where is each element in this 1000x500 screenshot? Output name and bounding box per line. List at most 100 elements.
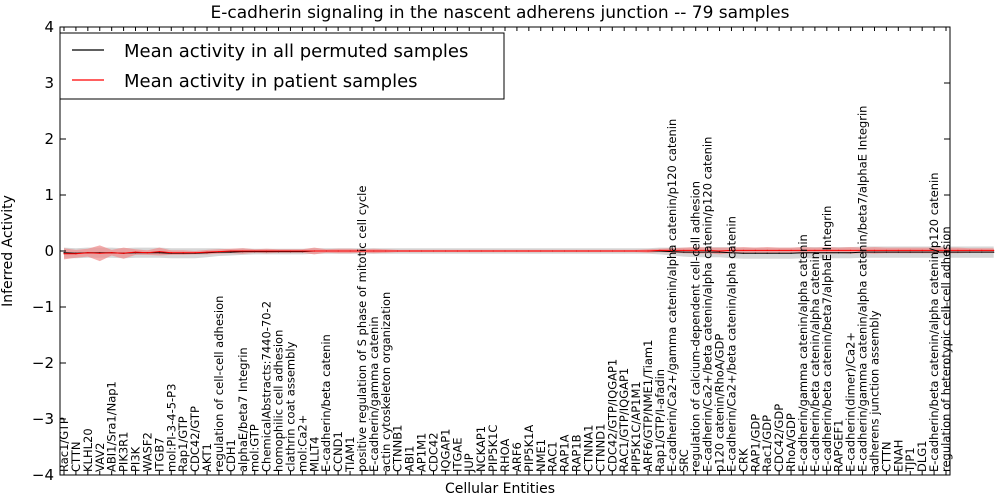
point-series-0-53 (695, 251, 697, 253)
x-tick-label: E-cadherin/Ca2+/gamma catenin/alpha cate… (665, 119, 679, 472)
line-layer (63, 249, 995, 255)
x-tick-label: CDH1 (224, 439, 238, 472)
x-tick-label: alphaE/beta7 Integrin (236, 347, 250, 472)
x-tick-label: Rap1/GTP (176, 416, 190, 472)
point-series-1-56 (730, 249, 733, 251)
point-series-1-35 (480, 250, 482, 252)
point-series-1-47 (623, 250, 625, 252)
point-series-0-77 (981, 251, 983, 253)
x-tick-label: RAC1/GTP/IQGAP1 (617, 368, 631, 472)
x-tick-label: PIP5K1C (486, 425, 500, 472)
point-series-1-60 (778, 249, 780, 251)
x-tick-label: CTTN (879, 442, 893, 472)
point-series-1-33 (456, 250, 458, 252)
x-axis-label: Cellular Entities (445, 481, 555, 497)
x-tick-label: RAC1 (546, 441, 560, 472)
x-tick-label: adherens junction assembly (868, 310, 882, 472)
point-series-1-17 (266, 250, 268, 252)
x-tick-label: E-cadherin/beta catenin/alpha catenin/p1… (927, 173, 941, 473)
x-tick-label: E-cadherin/gamma catenin/alpha catenin (796, 234, 810, 472)
point-series-0-74 (945, 251, 947, 253)
point-series-1-23 (337, 250, 339, 252)
point-series-1-5 (123, 252, 125, 254)
point-series-1-18 (277, 250, 280, 252)
x-tick-label: JUP (462, 453, 476, 473)
x-tick-label: CDC42/GDP (772, 404, 786, 472)
y-tick-label: 0 (44, 242, 54, 260)
point-series-1-48 (635, 250, 637, 252)
point-series-1-32 (444, 250, 446, 252)
point-series-1-57 (742, 249, 745, 251)
x-tick-label: CRK (736, 448, 750, 472)
point-series-1-26 (373, 250, 375, 252)
y-tick-label: −4 (32, 466, 54, 484)
point-series-1-71 (909, 249, 911, 251)
x-tick-label: E-cadherin(dimer)/Ca2+ (844, 332, 858, 472)
x-tick-label: ABI1 (403, 446, 417, 472)
y-tick-label: 1 (44, 186, 54, 204)
point-series-0-58 (754, 252, 756, 254)
x-tick-label: ENAH (891, 440, 905, 472)
point-series-0-51 (671, 251, 673, 253)
x-tick-label: p120 catenin/RhoA/GDP (713, 334, 727, 472)
point-series-1-6 (134, 251, 137, 253)
point-series-1-2 (87, 252, 89, 254)
x-tick-label: RAPGEF1 (832, 420, 846, 472)
x-tick-label: ARF6/GTP/NME1/Tiam1 (641, 340, 655, 472)
x-tick-label: RAP1A (558, 434, 572, 472)
point-series-1-67 (862, 249, 864, 251)
legend-box (59, 32, 505, 100)
x-tick-label: homophilic cell adhesion (272, 330, 286, 472)
point-series-1-39 (528, 250, 530, 252)
x-tick-label: regulation of calcium-dependent cell-cel… (689, 181, 703, 472)
x-tick-label: mol:GTP (248, 424, 262, 472)
x-tick-label: CDC42/GTP (188, 406, 202, 472)
point-series-1-24 (349, 250, 351, 252)
point-series-1-12 (206, 251, 208, 253)
point-series-1-25 (361, 250, 363, 252)
x-tick-label: clathrin coat assembly (284, 341, 298, 472)
x-tick-label: CCND1 (331, 431, 345, 472)
point-series-1-54 (707, 249, 709, 251)
y-axis-label: Inferred Activity (0, 195, 16, 307)
x-tick-label: CTNNB1 (391, 425, 405, 472)
point-series-0-0 (63, 252, 65, 254)
point-series-1-14 (230, 250, 232, 252)
x-tick-label: mol:Ca2+ (295, 415, 309, 472)
legend-label-patient: Mean activity in patient samples (124, 71, 418, 92)
y-tick-label: 2 (44, 130, 54, 148)
x-tick-label: ABI1/Sra1/Nap1 (105, 381, 119, 472)
point-series-1-34 (468, 250, 470, 252)
x-tick-label: NME1 (534, 439, 548, 472)
point-series-1-1 (75, 253, 77, 255)
point-series-1-13 (218, 251, 220, 253)
plot-frame (59, 26, 951, 476)
point-series-1-37 (504, 250, 506, 252)
x-tick-label: VAV2 (93, 443, 107, 472)
x-tick-label: ITGB7 (152, 437, 166, 472)
point-series-1-69 (885, 249, 888, 251)
point-series-1-64 (826, 249, 828, 251)
x-tick-label: E-cadherin/gamma catenin (367, 316, 381, 472)
point-series-1-36 (492, 250, 494, 252)
point-series-1-66 (850, 249, 852, 251)
point-series-1-8 (158, 251, 160, 253)
x-tick-label: RHOA (498, 439, 512, 472)
point-series-1-7 (146, 252, 148, 254)
point-series-1-44 (587, 250, 590, 252)
point-series-0-61 (790, 252, 792, 254)
y-tick-label: 3 (44, 74, 54, 92)
point-series-1-73 (933, 249, 935, 251)
point-series-1-22 (325, 250, 327, 252)
point-series-1-63 (814, 249, 816, 251)
x-tick-label: WASF2 (140, 432, 154, 472)
y-tick-label: 4 (44, 18, 54, 36)
point-series-0-72 (921, 251, 923, 253)
point-series-0-71 (909, 251, 911, 253)
point-series-1-29 (409, 250, 411, 252)
point-series-1-70 (897, 249, 899, 251)
x-tick-label: E-cadherin/gamma catenin/alpha catenin/b… (856, 106, 870, 472)
point-series-0-68 (873, 251, 876, 253)
x-tick-label: MLLT4 (307, 437, 321, 473)
